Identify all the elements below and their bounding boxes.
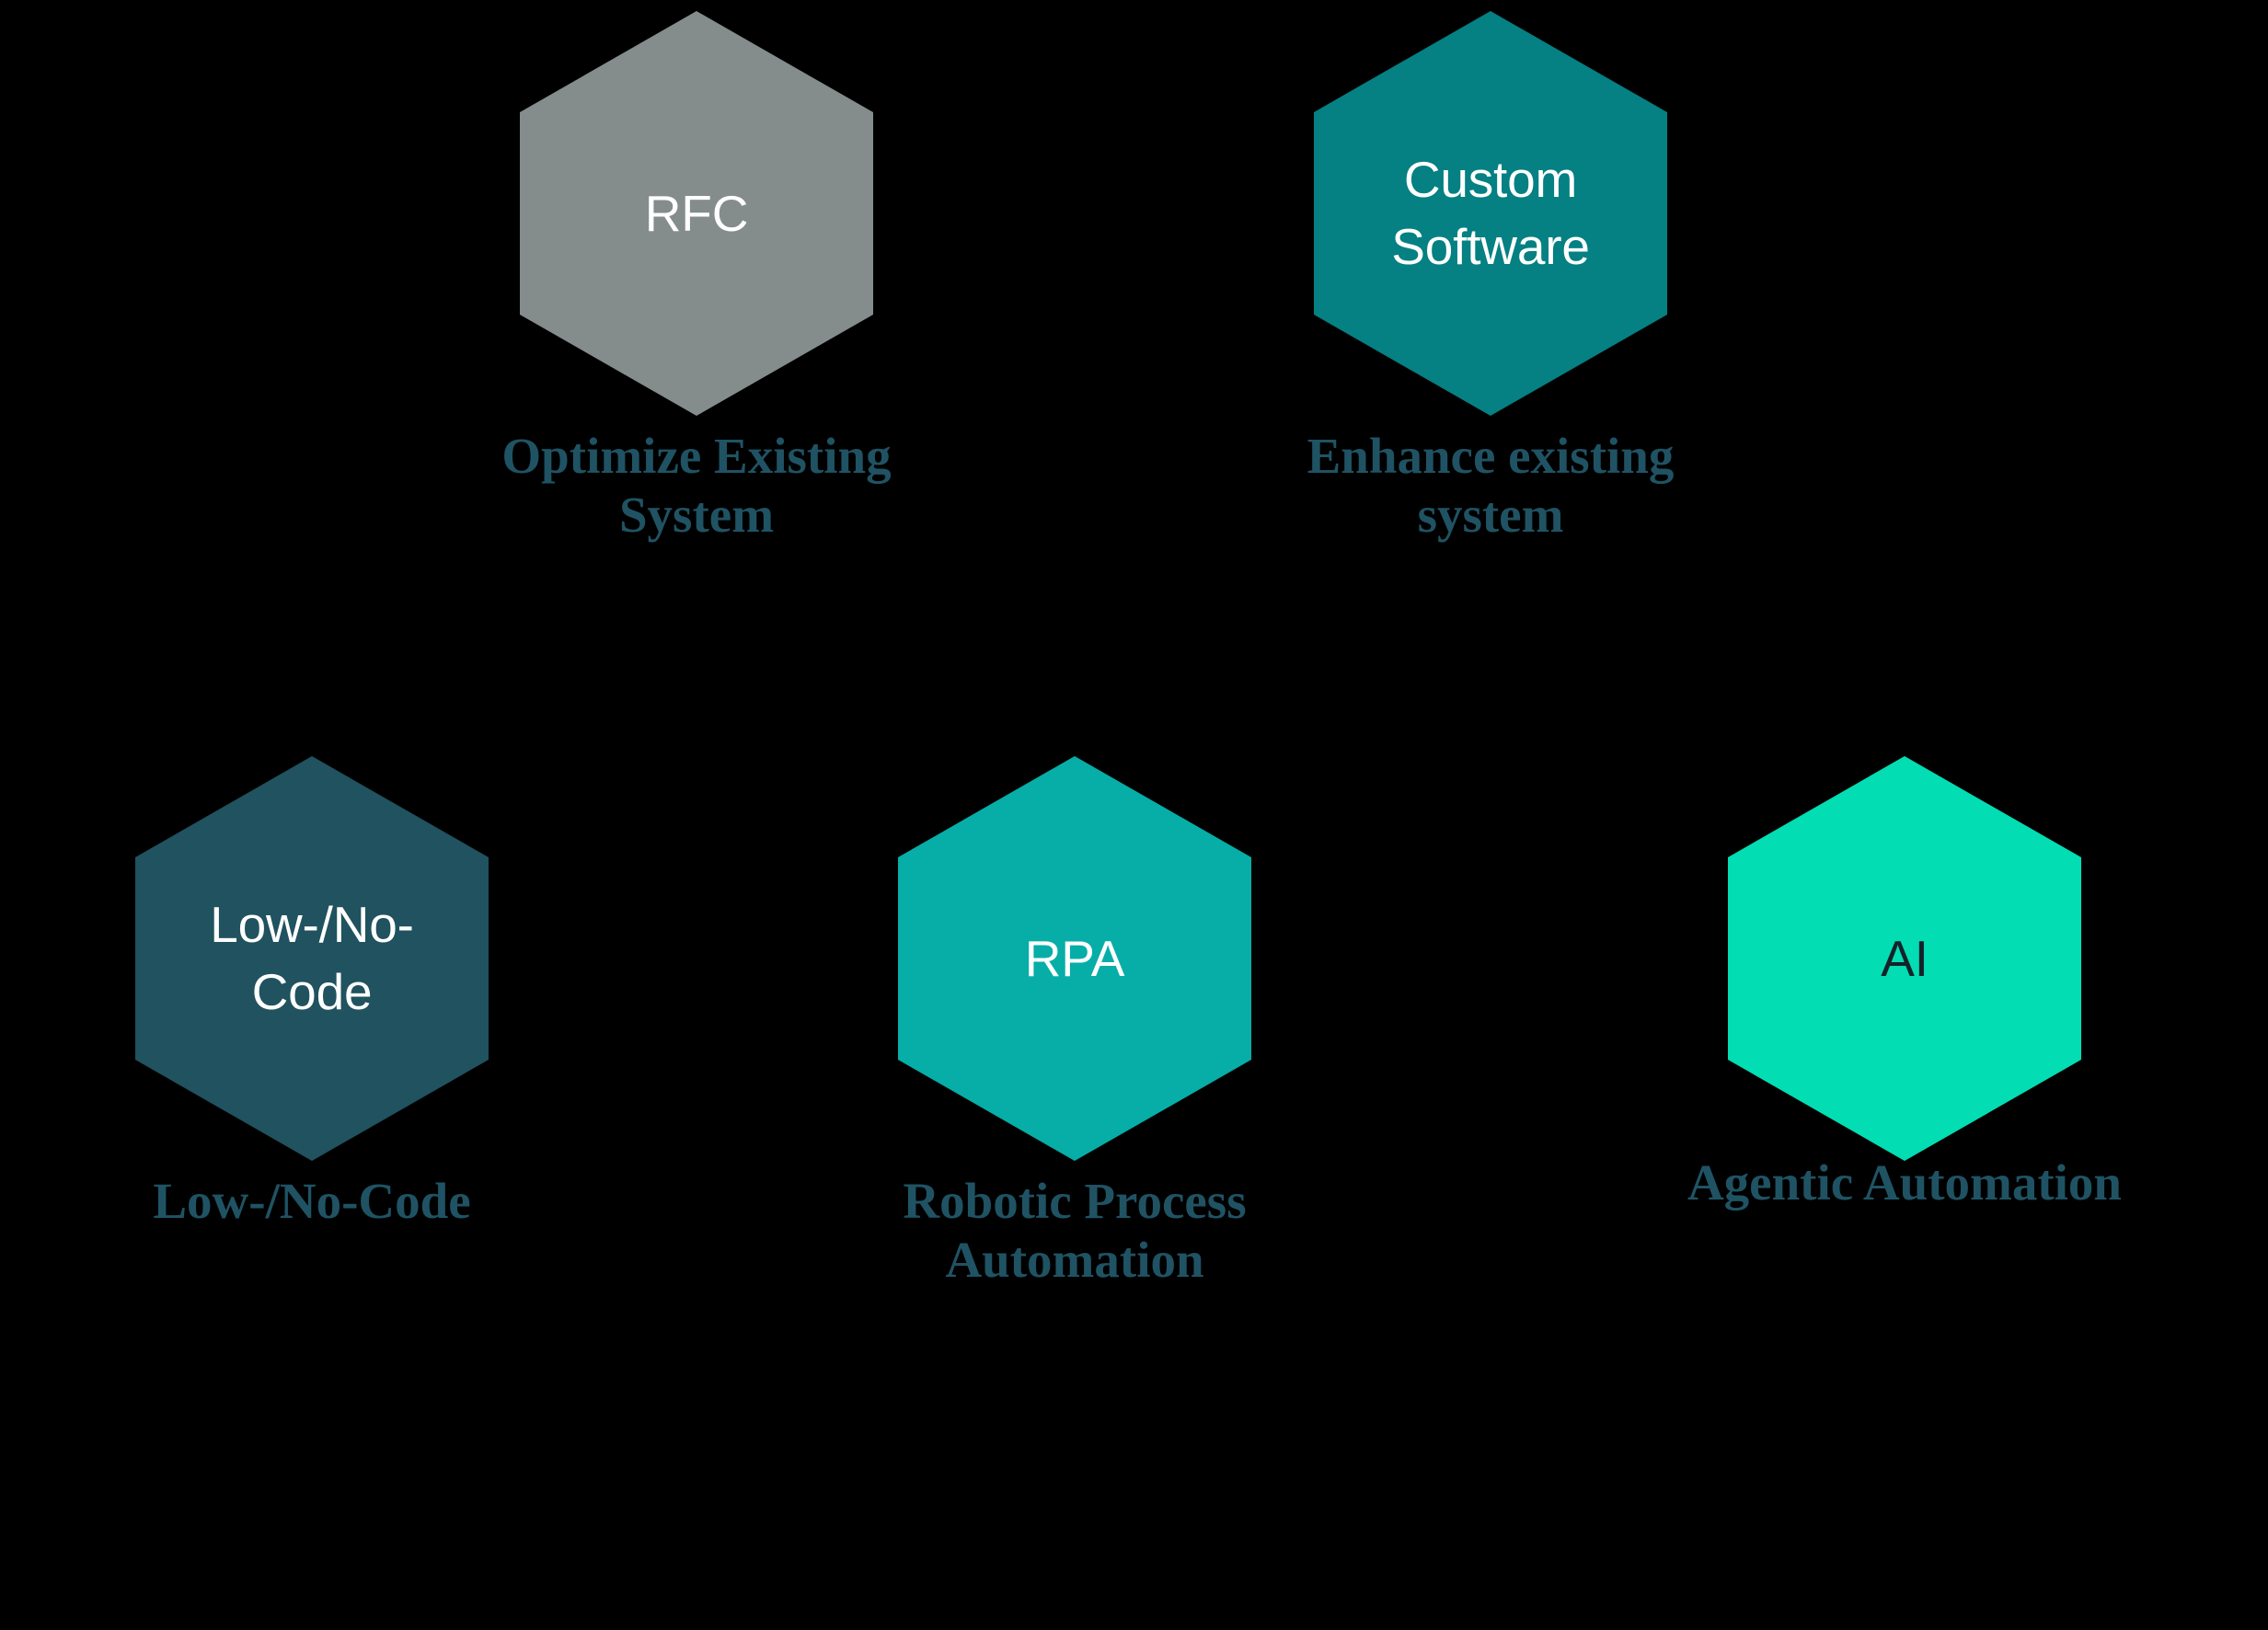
hexagon-custom-software-label: Custom Software	[1391, 151, 1590, 275]
hexagon-custom-software[interactable]: Custom Software	[1314, 11, 1667, 416]
caption-rpa: Robotic Process Automation	[903, 1173, 1247, 1289]
hexagon-ai-label: AI	[1881, 929, 1928, 987]
caption-low-no-code: Low-/No-Code	[153, 1173, 471, 1229]
caption-ai: Agentic Automation	[1687, 1154, 2123, 1211]
hexagon-low-no-code[interactable]: Low-/No- Code	[135, 756, 489, 1161]
hexagon-rpa[interactable]: RPA	[898, 756, 1251, 1161]
hexagon-rpa-label: RPA	[1024, 929, 1125, 987]
caption-rfc: Optimize Existing System	[501, 428, 892, 544]
hexagon-low-no-code-label: Low-/No- Code	[210, 896, 414, 1020]
hexagon-rfc[interactable]: RFC	[520, 11, 873, 416]
hexagon-rfc-label: RFC	[644, 184, 749, 242]
caption-custom-software: Enhance existing system	[1307, 428, 1675, 544]
hexagon-ai[interactable]: AI	[1728, 756, 2081, 1161]
